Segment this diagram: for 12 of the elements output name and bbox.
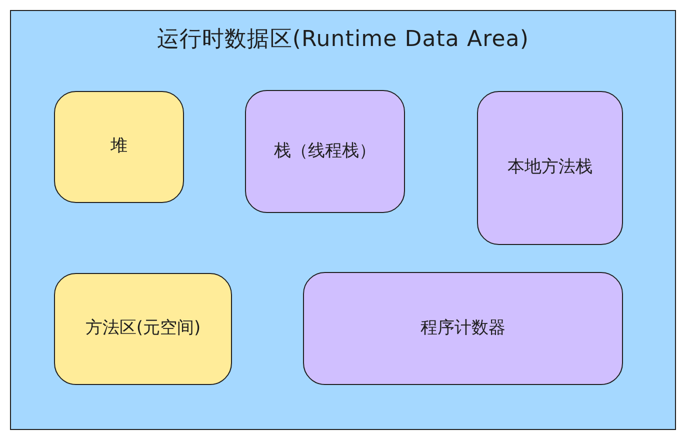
memory-area-box	[54, 91, 184, 203]
memory-area-box	[54, 273, 232, 385]
memory-area-box	[477, 91, 623, 245]
memory-area-box	[245, 90, 405, 213]
title: 运行时数据区(Runtime Data Area)	[156, 26, 530, 54]
area-label: 栈（线程栈）	[273, 140, 377, 163]
memory-area-box	[303, 272, 623, 385]
area-label: 程序计数器	[420, 316, 506, 340]
area-label: 方法区(元空间)	[84, 317, 202, 340]
container-box	[10, 10, 676, 430]
area-label: 堆	[110, 135, 128, 158]
area-label: 本地方法栈	[506, 156, 594, 180]
